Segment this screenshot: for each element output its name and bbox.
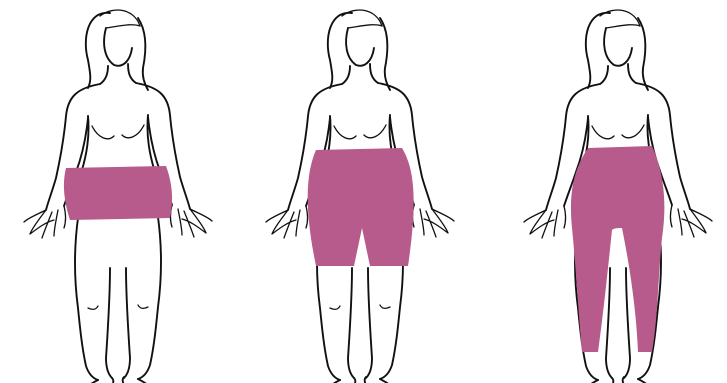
figure-1 [24,10,212,383]
figure-2 [266,10,454,383]
short-skirt-garment [64,166,172,220]
full-pants-garment [571,146,664,352]
figure-3 [524,10,712,383]
knee-shorts-garment [308,148,414,266]
